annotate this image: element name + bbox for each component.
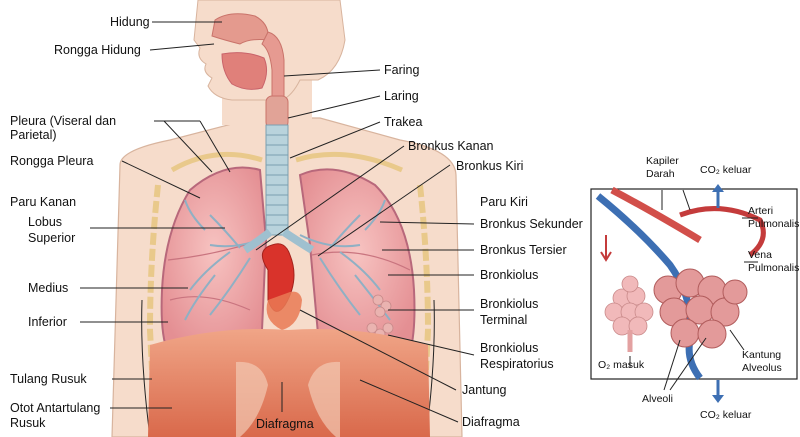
label-kapiler-2: Darah (646, 168, 675, 180)
label-inferior: Inferior (28, 315, 67, 329)
label-bronkiolus-resp-1: Bronkiolus (480, 341, 538, 355)
label-bronkiolus-terminal-1: Bronkiolus (480, 297, 538, 311)
label-tulang-rusuk: Tulang Rusuk (10, 372, 87, 386)
label-paru-kiri: Paru Kiri (480, 195, 528, 209)
larynx (266, 96, 288, 128)
label-kantung-1: Kantung (742, 349, 781, 361)
label-bronkiolus: Bronkiolus (480, 268, 538, 282)
label-medius: Medius (28, 281, 68, 295)
label-rongga-pleura: Rongga Pleura (10, 154, 93, 168)
label-bronkus-tersier: Bronkus Tersier (480, 243, 567, 257)
label-kantung-2: Alveolus (742, 362, 782, 374)
label-arteri-2: Pulmonalis (748, 218, 799, 230)
label-trakea: Trakea (384, 115, 422, 129)
label-vena-2: Pulmonalis (748, 262, 799, 274)
label-bronkus-kanan: Bronkus Kanan (408, 139, 494, 153)
label-pleura-1: Pleura (Viseral dan (10, 114, 116, 128)
label-lobus-2: Superior (28, 231, 75, 245)
label-paru-kanan: Paru Kanan (10, 195, 76, 209)
label-faring: Faring (384, 63, 419, 77)
label-co2-keluar-bottom: CO₂ keluar (700, 409, 752, 421)
label-diafragma-right: Diafragma (462, 415, 520, 429)
label-bronkiolus-terminal-2: Terminal (480, 313, 527, 327)
label-bronkiolus-resp-2: Respiratorius (480, 357, 554, 371)
label-lobus-1: Lobus (28, 215, 62, 229)
label-pleura-2: Parietal) (10, 128, 57, 142)
label-rongga-hidung: Rongga Hidung (54, 43, 141, 57)
label-hidung: Hidung (110, 15, 150, 29)
label-otot-1: Otot Antartulang (10, 401, 100, 415)
label-o2-masuk: O₂ masuk (598, 359, 645, 371)
label-diafragma-center: Diafragma (256, 417, 314, 431)
label-otot-2: Rusuk (10, 416, 46, 430)
label-bronkus-sekunder: Bronkus Sekunder (480, 217, 583, 231)
label-vena-1: Vena (748, 249, 772, 261)
label-laring: Laring (384, 89, 419, 103)
label-alveoli: Alveoli (642, 393, 673, 405)
label-bronkus-kiri: Bronkus Kiri (456, 159, 523, 173)
label-jantung: Jantung (462, 383, 507, 397)
label-kapiler-1: Kapiler (646, 155, 679, 167)
label-arteri-1: Arteri (748, 205, 773, 217)
label-co2-keluar-top: CO₂ keluar (700, 164, 752, 176)
